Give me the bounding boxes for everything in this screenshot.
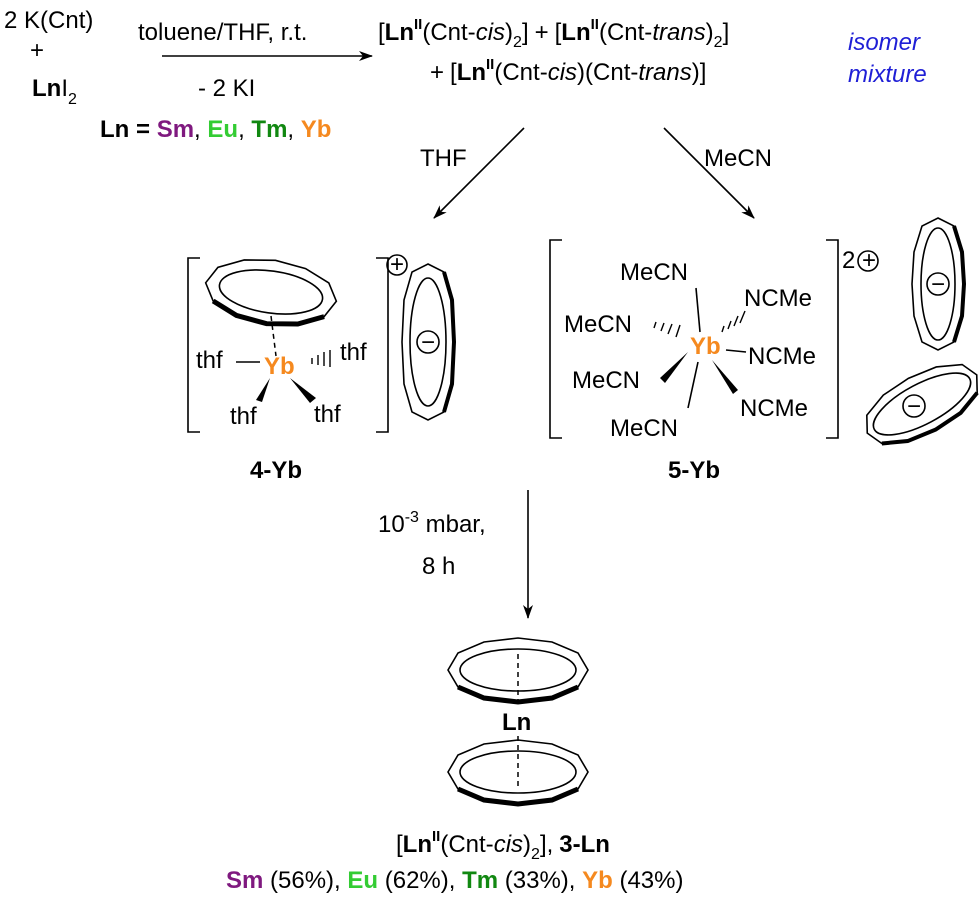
complex-3-formula: [LnII(Cnt-cis)2],3-Ln bbox=[396, 828, 610, 863]
complex-5-charge: + bbox=[862, 247, 876, 274]
yields-line: Sm (56%), Eu (62%), Tm (33%), Yb (43%) bbox=[226, 867, 683, 894]
reactants: 2 K(Cnt) + LnI2 bbox=[4, 7, 93, 108]
vacuum-step: 10-3 mbar, 8 h bbox=[378, 490, 533, 619]
anion-charge: − bbox=[931, 271, 945, 298]
isomer-note-1: isomer bbox=[848, 29, 921, 56]
label-4-yb: 4-Yb bbox=[250, 457, 302, 484]
mecn-bottom: MeCN bbox=[610, 415, 678, 442]
complex-5-yb: 2 + MeCN MeCN Yb NCMe NCMe MeCN NCMe MeC… bbox=[549, 217, 979, 484]
complex-4-charge: + bbox=[390, 251, 404, 278]
isomer-note-2: mixture bbox=[848, 61, 927, 88]
ncme-right-middle: NCMe bbox=[748, 343, 816, 370]
anion-charge: − bbox=[421, 329, 435, 356]
cnt-ring-icon bbox=[204, 259, 338, 327]
product-line-1: [LnII(Cnt-cis)2]+[LnII(Cnt-trans)2] bbox=[378, 16, 729, 51]
complex-4-yb: + Yb thf thf thf thf − 4-Yb bbox=[187, 251, 457, 484]
reaction-arrow: toluene/THF, r.t. - 2 KI bbox=[138, 19, 373, 102]
vacuum-time: 8 h bbox=[422, 553, 455, 580]
branch-mecn-label: MeCN bbox=[704, 145, 772, 172]
reactant-kcnt: 2 K(Cnt) bbox=[4, 7, 93, 34]
anion-charge: − bbox=[907, 393, 921, 420]
charge-circle bbox=[386, 254, 408, 276]
complex-5-metal: Yb bbox=[690, 333, 721, 360]
vacuum-pressure: 10-3 mbar, bbox=[378, 509, 486, 538]
complex-3-metal: Ln bbox=[502, 709, 531, 736]
thf-ligand-left: thf bbox=[196, 347, 223, 374]
reactant-plus: + bbox=[30, 37, 44, 64]
cnt-anion-icon: − bbox=[401, 263, 457, 421]
complex-5-charge-num: 2 bbox=[842, 247, 855, 274]
cnt-anion-icon: − bbox=[911, 217, 967, 351]
charge-circle bbox=[902, 394, 926, 418]
cnt-anion-icon bbox=[866, 363, 979, 446]
ncme-right-upper: NCMe bbox=[744, 285, 812, 312]
condition-solvent: toluene/THF, r.t. bbox=[138, 19, 307, 46]
mecn-top: MeCN bbox=[620, 259, 688, 286]
thf-ligand-bottom-right: thf bbox=[314, 401, 341, 428]
cnt-ring-icon bbox=[447, 739, 589, 807]
label-5-yb: 5-Yb bbox=[668, 457, 720, 484]
mecn-left-upper: MeCN bbox=[564, 311, 632, 338]
reactant-lni2: LnI2 bbox=[32, 75, 77, 108]
thf-ligand-right: thf bbox=[340, 339, 367, 366]
isomer-products: [LnII(Cnt-cis)2]+[LnII(Cnt-trans)2] +[Ln… bbox=[378, 16, 927, 88]
complex-3-ln: Ln [LnII(Cnt-cis)2],3-Ln Sm (56%), Eu (6… bbox=[226, 637, 683, 894]
mecn-left-lower: MeCN bbox=[572, 367, 640, 394]
ln-definition: Ln = Sm, Eu, Tm, Yb bbox=[100, 116, 331, 143]
branch-thf-label: THF bbox=[420, 145, 467, 172]
ncme-right-lower: NCMe bbox=[740, 395, 808, 422]
condition-byproduct: - 2 KI bbox=[198, 75, 255, 102]
charge-circle bbox=[857, 250, 879, 272]
branch-arrows: THF MeCN bbox=[420, 127, 772, 219]
product-line-2: +[LnII(Cnt-cis)(Cnt-trans)] bbox=[430, 56, 706, 86]
thf-ligand-bottom-left: thf bbox=[230, 403, 257, 430]
complex-4-metal: Yb bbox=[264, 353, 295, 380]
